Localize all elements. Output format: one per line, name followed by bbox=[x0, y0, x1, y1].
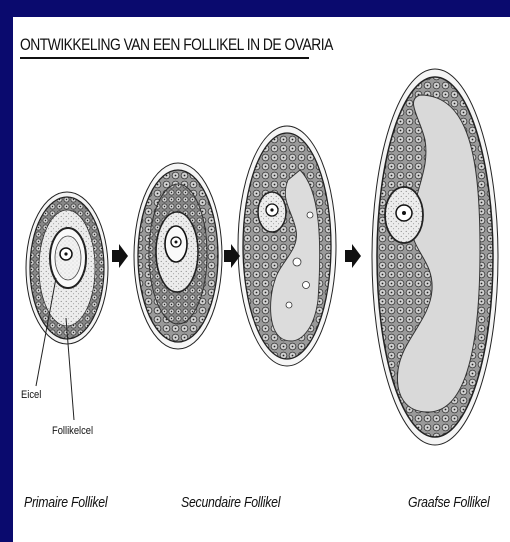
egg-cell-label: Eicel bbox=[21, 389, 41, 401]
graafian-follicle bbox=[372, 69, 498, 445]
caption-primary: Primaire Follikel bbox=[24, 494, 107, 511]
follicle-cell-label: Follikelcel bbox=[52, 425, 93, 437]
primary-follicle bbox=[26, 192, 108, 344]
caption-secondary: Secundaire Follikel bbox=[181, 494, 280, 511]
secondary-follicle bbox=[134, 163, 222, 349]
arrow-right-icon bbox=[345, 244, 361, 268]
arrow-right-icon bbox=[112, 244, 128, 268]
antral-follicle bbox=[238, 126, 336, 366]
caption-graafian: Graafse Follikel bbox=[408, 494, 490, 511]
